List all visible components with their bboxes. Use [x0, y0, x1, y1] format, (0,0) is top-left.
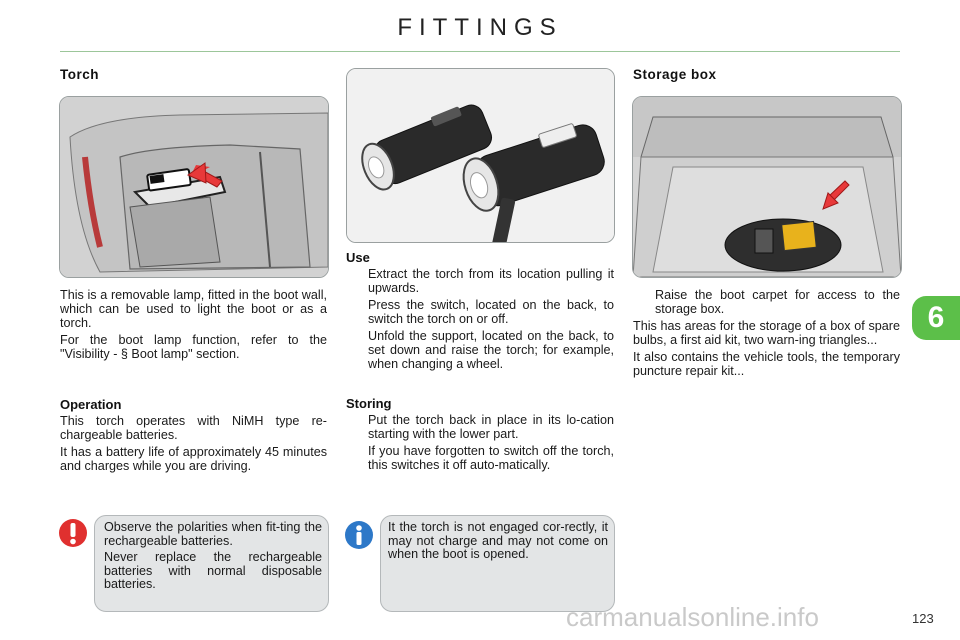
use-item-2: Press the switch, located on the back, t… [368, 298, 614, 326]
storing-paragraph: If you have forgotten to switch off the … [368, 444, 614, 472]
page-number: 123 [912, 611, 934, 626]
torch-text: This is a removable lamp, fitted in the … [60, 288, 327, 364]
page-title: FITTINGS [397, 14, 563, 41]
operation-text: This torch operates with NiMH type re-ch… [60, 414, 327, 476]
info-icon [344, 520, 374, 550]
boot-illustration-svg [60, 97, 328, 277]
use-item-3: Unfold the support, located on the back,… [368, 329, 614, 371]
info-note: It the torch is not engaged cor-rectly, … [380, 515, 615, 612]
storage-text: Raise the boot carpet for access to the … [633, 288, 900, 381]
storage-paragraph-1: This has areas for the storage of a box … [633, 319, 900, 347]
warning-paragraph-2: Never replace the rechargeable batteries… [104, 550, 322, 592]
torch-paragraph-1: This is a removable lamp, fitted in the … [60, 288, 327, 330]
use-item-1: Extract the torch from its location pull… [368, 267, 614, 295]
torch-paragraph-2: For the boot lamp function, refer to the… [60, 333, 327, 361]
torch-heading: Torch [60, 67, 99, 82]
operation-heading: Operation [60, 397, 122, 412]
warning-paragraph-1: Observe the polarities when fit-ting the… [104, 520, 322, 548]
info-paragraph: It the torch is not engaged cor-rectly, … [388, 520, 608, 562]
chapter-tab: 6 [912, 296, 960, 340]
use-heading: Use [346, 250, 370, 265]
storing-item: Put the torch back in place in its lo-ca… [368, 413, 614, 441]
torch-product-illustration [346, 68, 615, 243]
storage-heading: Storage box [633, 67, 717, 82]
storage-box-illustration [632, 96, 902, 278]
storing-text: Put the torch back in place in its lo-ca… [346, 413, 614, 475]
operation-paragraph-2: It has a battery life of approximately 4… [60, 445, 327, 473]
storage-paragraph-2: It also contains the vehicle tools, the … [633, 350, 900, 378]
title-divider [60, 51, 900, 52]
watermark: carmanualsonline.info [566, 602, 819, 632]
storage-item: Raise the boot carpet for access to the … [655, 288, 900, 316]
use-list: Extract the torch from its location pull… [346, 267, 614, 374]
operation-paragraph-1: This torch operates with NiMH type re-ch… [60, 414, 327, 442]
torch-product-svg [347, 69, 614, 242]
storing-heading: Storing [346, 396, 392, 411]
exclamation-icon [58, 518, 88, 548]
warning-note: Observe the polarities when fit-ting the… [94, 515, 329, 612]
storage-illustration-svg [633, 97, 901, 277]
boot-torch-illustration [59, 96, 329, 278]
